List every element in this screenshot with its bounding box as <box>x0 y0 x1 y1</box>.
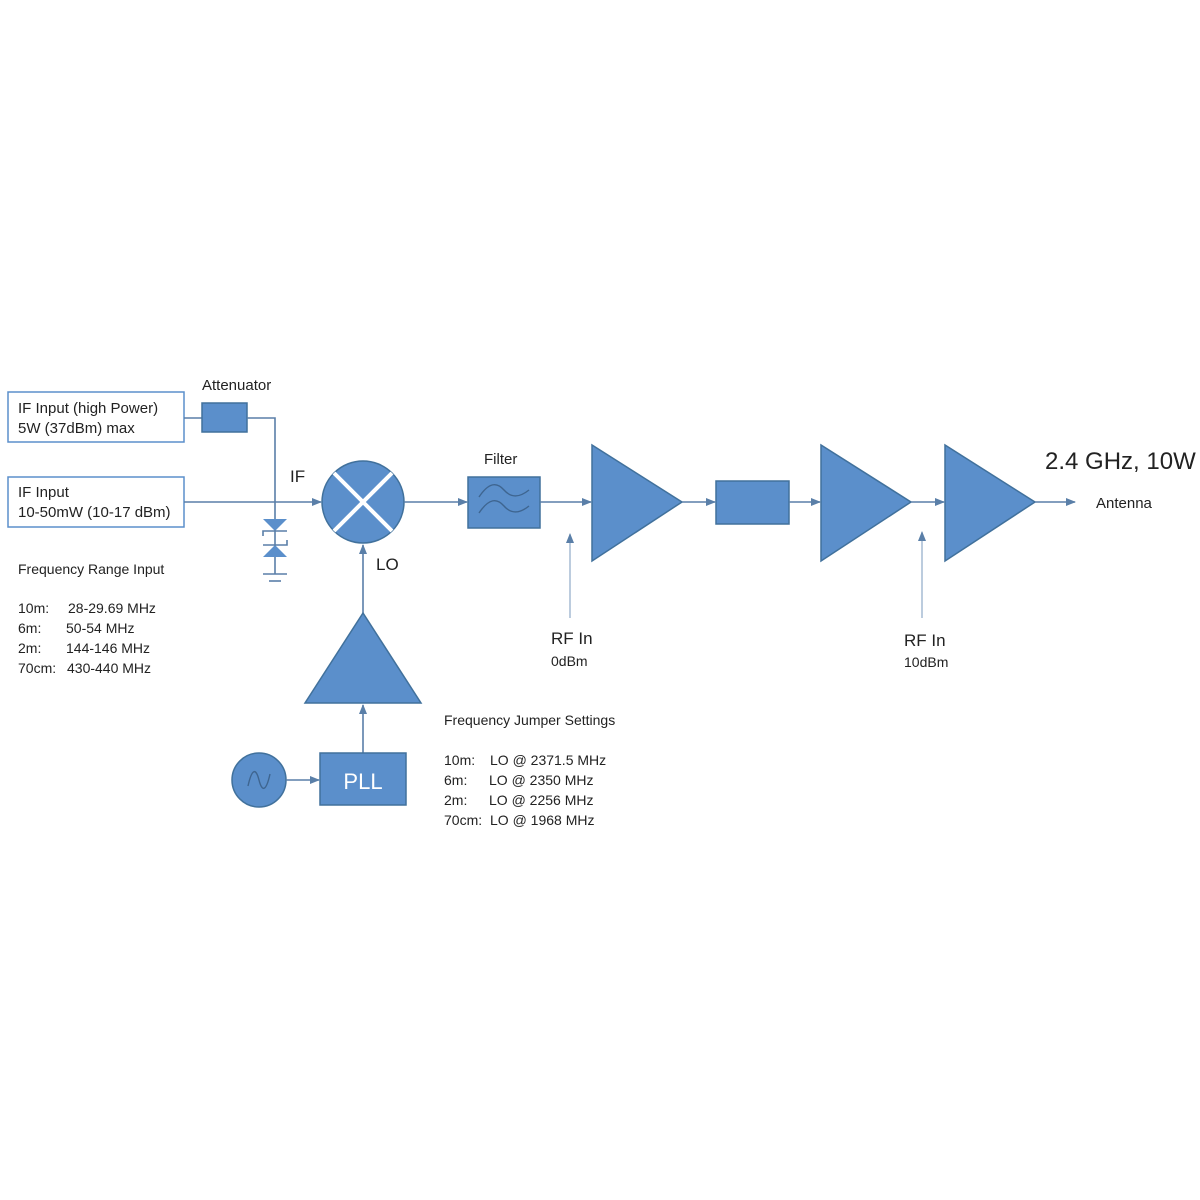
high-power-label: IF Input (high Power) <box>18 400 158 417</box>
pll-block <box>319 752 407 806</box>
svg-text:6m:: 6m: <box>18 620 41 636</box>
amplifier-2 <box>820 443 913 563</box>
jumper-settings-table: Frequency Jumper Settings 10m: LO @ 2371… <box>444 712 615 828</box>
if-input-low-power-box: IF Input 10-50mW (10-17 dBm) <box>7 476 185 528</box>
low-power-spec: 10-50mW (10-17 dBm) <box>18 504 171 521</box>
svg-text:144-146 MHz: 144-146 MHz <box>66 640 150 656</box>
low-power-label: IF Input <box>18 484 70 501</box>
svg-text:430-440 MHz: 430-440 MHz <box>67 660 151 676</box>
output-spec: 2.4 GHz, 10W <box>1045 448 1196 475</box>
svg-text:70cm:: 70cm: <box>444 812 482 828</box>
intermediate-block <box>715 480 790 525</box>
lo-label: LO <box>376 555 399 574</box>
rf-in-1-label: RF In <box>551 629 593 648</box>
rf-in-1-level: 0dBm <box>551 653 588 669</box>
svg-text:70cm:: 70cm: <box>18 660 56 676</box>
svg-text:28-29.69 MHz: 28-29.69 MHz <box>68 600 156 616</box>
svg-text:6m:: 6m: <box>444 772 467 788</box>
amplifier-3 <box>944 443 1037 563</box>
lo-amplifier <box>303 611 423 704</box>
frequency-range-table: Frequency Range Input 10m: 28-29.69 MHz … <box>18 561 164 676</box>
mixer-icon <box>321 460 405 544</box>
svg-text:LO @ 2350 MHz: LO @ 2350 MHz <box>489 772 593 788</box>
svg-text:LO @ 1968 MHz: LO @ 1968 MHz <box>490 812 594 828</box>
attenuator-label: Attenuator <box>202 377 271 394</box>
if-label: IF <box>290 467 305 486</box>
filter-block <box>467 476 541 529</box>
rf-in-2-label: RF In <box>904 631 946 650</box>
svg-text:2m:: 2m: <box>444 792 467 808</box>
svg-text:LO @ 2371.5 MHz: LO @ 2371.5 MHz <box>490 752 606 768</box>
svg-text:50-54 MHz: 50-54 MHz <box>66 620 134 636</box>
antenna-label: Antenna <box>1096 495 1153 512</box>
svg-text:Frequency Range Input: Frequency Range Input <box>18 561 164 577</box>
filter-label: Filter <box>484 451 517 468</box>
if-input-high-power-box: IF Input (high Power) 5W (37dBm) max <box>7 391 185 443</box>
svg-text:LO @ 2256 MHz: LO @ 2256 MHz <box>489 792 593 808</box>
oscillator-icon <box>231 752 287 808</box>
high-power-spec: 5W (37dBm) max <box>18 420 135 437</box>
pll-label: PLL <box>343 769 382 794</box>
amplifier-1 <box>591 443 684 563</box>
attenuator-block <box>201 402 248 433</box>
svg-text:10m:: 10m: <box>444 752 475 768</box>
svg-text:10m:: 10m: <box>18 600 49 616</box>
svg-text:Frequency Jumper Settings: Frequency Jumper Settings <box>444 712 615 728</box>
rf-in-2-level: 10dBm <box>904 654 948 670</box>
varactor-diode-icon <box>262 519 288 582</box>
svg-text:2m:: 2m: <box>18 640 41 656</box>
